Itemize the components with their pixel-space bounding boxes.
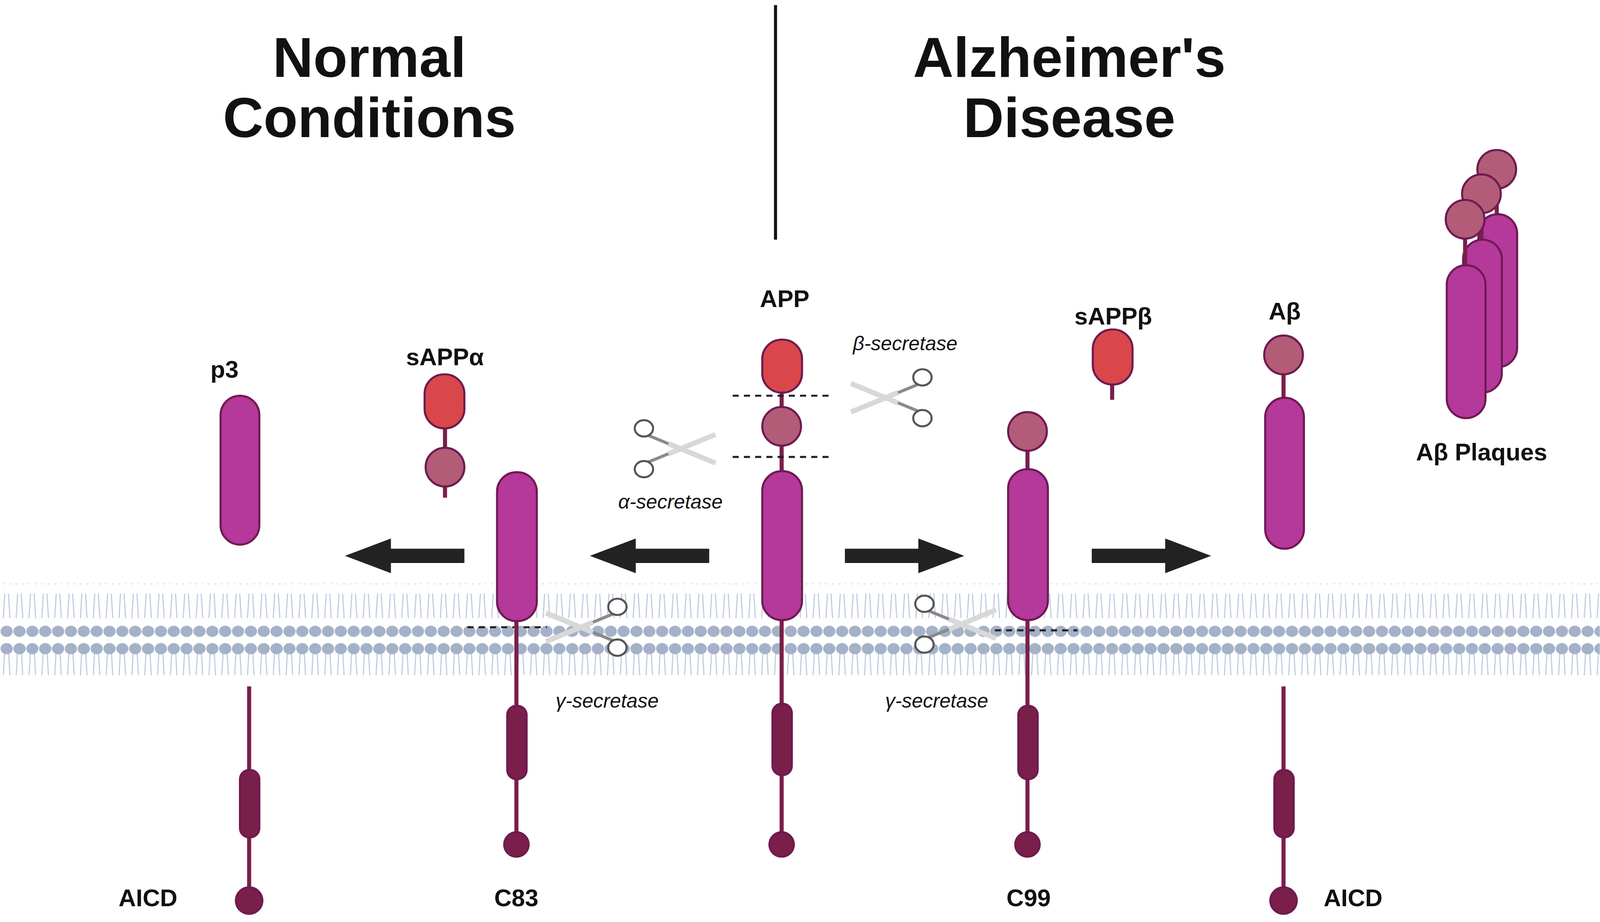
scissors-icon xyxy=(915,595,996,653)
c83-fragment xyxy=(497,472,537,622)
app-protein xyxy=(762,339,803,393)
plaque-label: Aβ Plaques xyxy=(1415,438,1548,466)
aicd-fragment xyxy=(1270,887,1298,915)
app-protein xyxy=(762,406,801,446)
app-protein xyxy=(772,704,793,776)
scissors-icon xyxy=(634,420,716,478)
aicd-fragment xyxy=(1274,770,1294,838)
process-arrows xyxy=(387,548,465,564)
c99-fragment xyxy=(1008,412,1047,451)
process-arrows xyxy=(918,538,965,574)
fragment-label: sAPPβ xyxy=(1074,302,1152,330)
sappa-fragment xyxy=(424,374,465,429)
c83-fragment xyxy=(507,706,527,780)
sappb-fragment xyxy=(1092,329,1133,400)
fragment-label: sAPPα xyxy=(406,343,484,371)
peptide-label: Aβ xyxy=(1268,297,1301,325)
enzyme-label: γ-secretase xyxy=(555,689,659,712)
c99-fragment xyxy=(1008,412,1049,857)
cleavage-site xyxy=(732,394,832,397)
process-arrows xyxy=(589,538,636,574)
sappa-fragment xyxy=(425,448,465,487)
fragment-label: C99 xyxy=(1006,884,1051,912)
app-protein xyxy=(762,471,803,621)
c99-fragment xyxy=(1018,706,1038,780)
c83-fragment xyxy=(497,472,537,857)
panel-title: Alzheimer's Disease xyxy=(894,27,1244,148)
cleavage-site xyxy=(994,629,1078,632)
panel-title: Normal Conditions xyxy=(194,27,544,148)
abeta-peptide xyxy=(1264,335,1305,549)
sappa-fragment xyxy=(424,374,465,498)
process-arrows xyxy=(844,548,922,564)
abeta-plaque xyxy=(1446,265,1486,419)
protein-label: APP xyxy=(760,285,810,313)
process-arrows xyxy=(1165,538,1212,574)
app-protein xyxy=(769,832,794,857)
process-arrows xyxy=(344,538,391,574)
fragment-label: p3 xyxy=(210,356,239,383)
cleavage-site xyxy=(732,455,832,458)
abeta-plaque xyxy=(1445,199,1485,239)
fragment-label: AICD xyxy=(118,884,178,912)
abeta-peptide xyxy=(1265,397,1304,549)
cleavage-site xyxy=(467,395,1078,631)
fragment-label: AICD xyxy=(1323,884,1383,912)
sappb-fragment xyxy=(1092,329,1133,385)
divider-line xyxy=(773,4,777,240)
c83-fragment xyxy=(504,832,529,857)
abeta-plaque xyxy=(1445,150,1518,419)
p3-fragment xyxy=(220,395,260,545)
process-arrows xyxy=(1091,548,1169,564)
c99-fragment xyxy=(1008,469,1049,621)
cleavage-site xyxy=(467,626,547,629)
aicd-fragment xyxy=(239,770,260,838)
scissors-icon xyxy=(546,598,627,656)
fragment-label: C83 xyxy=(494,884,539,912)
c99-fragment xyxy=(1015,832,1040,857)
scissors-icon xyxy=(851,369,932,427)
enzyme-label: γ-secretase xyxy=(885,689,989,712)
aicd-fragment xyxy=(236,686,1298,914)
abeta-peptide xyxy=(1264,335,1303,375)
process-arrows xyxy=(632,548,709,564)
enzyme-label: α-secretase xyxy=(617,491,723,514)
aicd-fragment xyxy=(236,887,263,915)
app-protein xyxy=(762,339,803,857)
enzyme-label: β-secretase xyxy=(852,332,958,355)
